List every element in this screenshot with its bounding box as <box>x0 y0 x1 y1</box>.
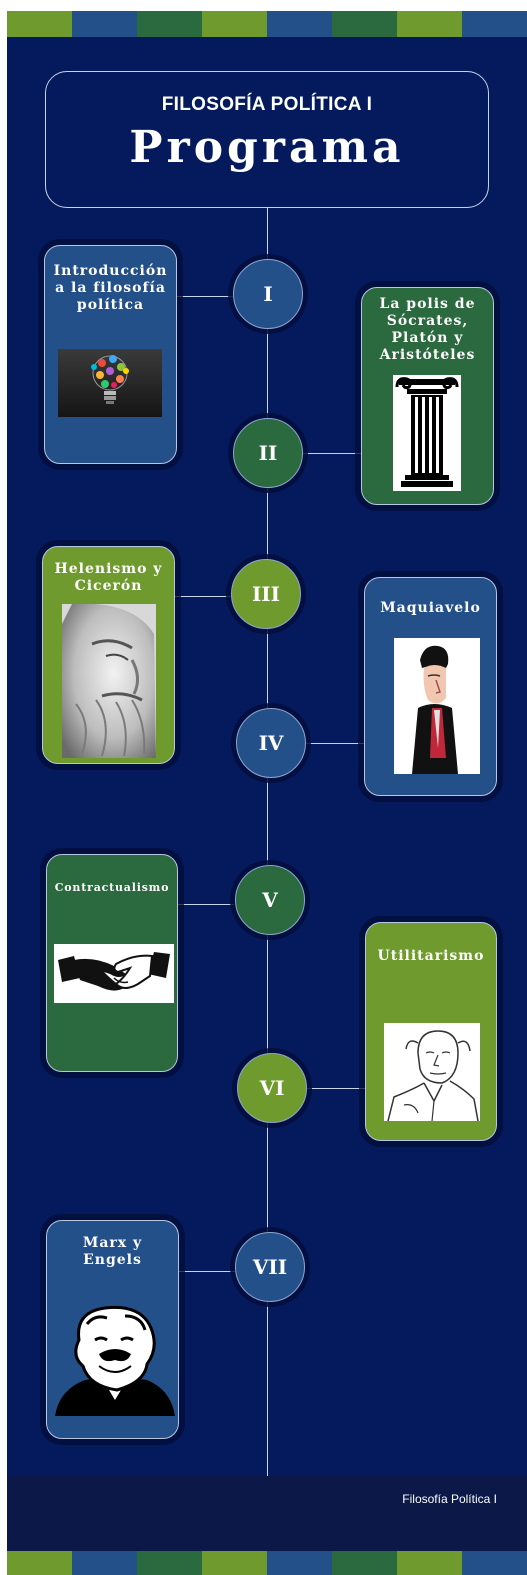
topic-card-3: Helenismo y Cicerón <box>42 546 175 764</box>
topic-title: Utilitarismo <box>377 948 485 964</box>
machiavelli-caricature-icon <box>394 638 480 774</box>
connector-2 <box>303 453 361 454</box>
topic-title: Contractualismo <box>54 881 170 894</box>
connector-3 <box>175 596 231 597</box>
timeline-node-7: VII <box>235 1232 305 1302</box>
topic-card-5: Contractualismo <box>46 854 178 1072</box>
timeline-node-2: II <box>233 418 303 488</box>
connector-1 <box>177 296 233 297</box>
topic-card-1: Introducción a la filosofía política <box>44 245 177 464</box>
topic-card-2: La polis de Sócrates, Platón y Aristótel… <box>361 287 494 505</box>
page-title: Programa <box>129 122 405 173</box>
top-color-strip <box>7 11 527 37</box>
greek-column-icon <box>393 375 461 491</box>
title-box: FILOSOFÍA POLÍTICA I Programa <box>45 71 489 208</box>
connector-5 <box>178 904 234 905</box>
timeline-node-1: I <box>233 259 303 329</box>
topic-title: Helenismo y Cicerón <box>54 561 163 594</box>
timeline-node-6: VI <box>237 1053 307 1123</box>
timeline-node-5: V <box>235 865 305 935</box>
bearded-statue-icon <box>62 604 156 758</box>
marx-portrait-icon <box>55 1305 175 1416</box>
footer-text: Filosofía Política I <box>402 1492 497 1506</box>
lightbulb-icon <box>58 349 162 417</box>
topic-title: La polis de Sócrates, Platón y Aristótel… <box>379 296 476 363</box>
connector-6 <box>307 1088 365 1089</box>
poster: FILOSOFÍA POLÍTICA I Programa I II III I… <box>7 11 527 1575</box>
footer: Filosofía Política I <box>7 1476 527 1551</box>
topic-title: Introducción a la filosofía política <box>53 263 168 313</box>
timeline-line <box>267 208 268 1476</box>
handshake-icon <box>54 944 174 1003</box>
topic-card-4: Maquiavelo <box>364 577 497 796</box>
timeline-node-3: III <box>231 559 301 629</box>
topic-title: Marx y Engels <box>82 1235 143 1268</box>
course-subtitle: FILOSOFÍA POLÍTICA I <box>161 94 373 115</box>
utilitarian-portrait-icon <box>384 1023 480 1121</box>
topic-card-6: Utilitarismo <box>365 922 497 1141</box>
connector-4 <box>306 743 364 744</box>
bottom-color-strip <box>7 1551 527 1575</box>
connector-7 <box>179 1271 235 1272</box>
timeline-node-4: IV <box>236 708 306 778</box>
topic-card-7: Marx y Engels <box>46 1220 179 1439</box>
topic-title: Maquiavelo <box>380 600 481 616</box>
